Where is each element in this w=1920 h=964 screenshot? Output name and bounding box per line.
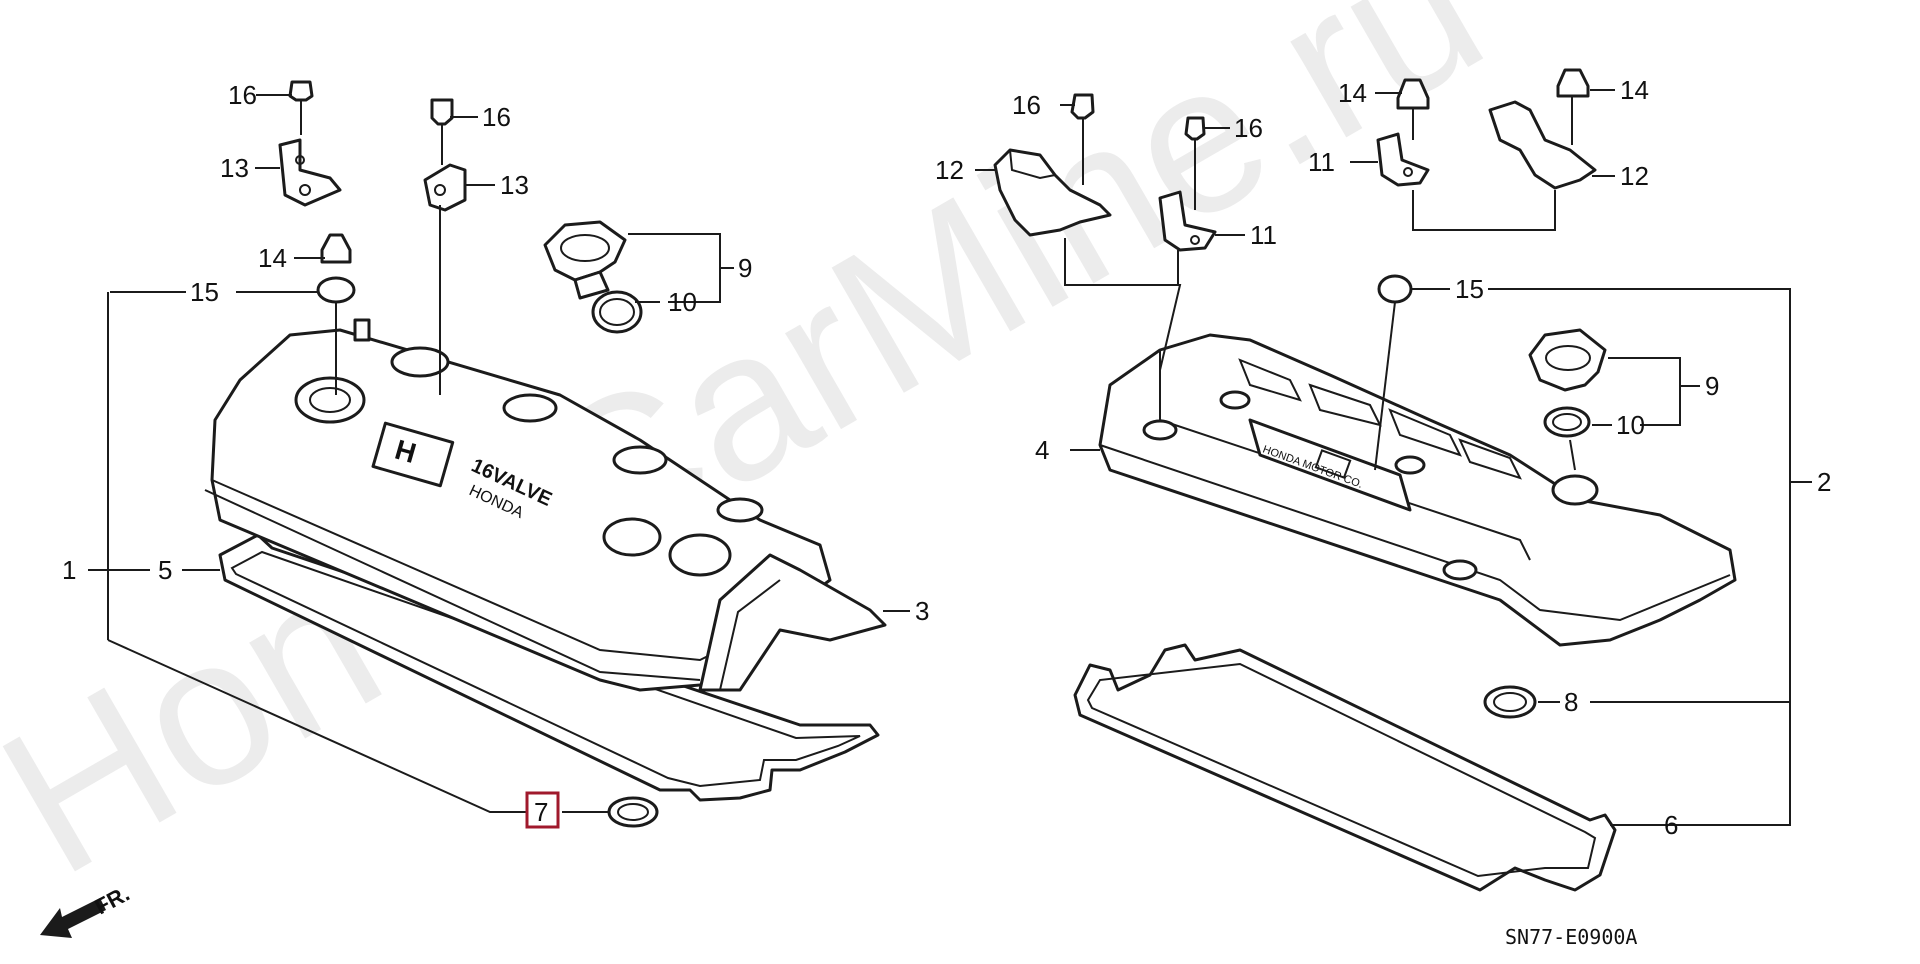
callout-7: 7 bbox=[534, 797, 548, 827]
left-bolt-16a bbox=[288, 80, 314, 102]
plug-hole bbox=[602, 517, 662, 557]
right-valve-cover bbox=[1098, 333, 1737, 647]
right-cap-nut-14a bbox=[1396, 78, 1430, 110]
right-bolt-16a bbox=[1070, 93, 1095, 120]
front-arrow-icon bbox=[40, 898, 106, 938]
callout-10: 10 bbox=[1616, 410, 1645, 440]
left-grommet-15 bbox=[316, 276, 356, 304]
callout-11: 11 bbox=[1250, 220, 1277, 250]
callout-16: 16 bbox=[482, 102, 511, 132]
right-logo-panel bbox=[1248, 418, 1412, 512]
right-callouts: 16 16 14 14 12 12 11 11 15 9 10 4 2 8 6 bbox=[935, 75, 1831, 840]
callout-5: 5 bbox=[158, 555, 172, 585]
callout-16: 16 bbox=[1012, 90, 1041, 120]
left-oil-filler-cap bbox=[543, 220, 627, 282]
right-bracket-12b bbox=[1488, 100, 1597, 190]
right-bolt-16b bbox=[1184, 116, 1206, 141]
callout-9: 9 bbox=[1705, 371, 1719, 401]
callout-9: 9 bbox=[738, 253, 752, 283]
left-heat-shield bbox=[698, 553, 887, 692]
callout-12: 12 bbox=[935, 155, 964, 185]
callout-15: 15 bbox=[190, 277, 219, 307]
left-valve-cover bbox=[210, 328, 832, 692]
left-cap-nut-14 bbox=[320, 233, 352, 264]
callout-2: 2 bbox=[1817, 467, 1831, 497]
left-seal-7 bbox=[607, 796, 659, 828]
right-grommet-15 bbox=[1377, 274, 1413, 304]
callout-14: 14 bbox=[1338, 78, 1367, 108]
callout-16: 16 bbox=[228, 80, 257, 110]
callout-16: 16 bbox=[1234, 113, 1263, 143]
right-bracket-11b bbox=[1376, 132, 1430, 187]
callout-15: 15 bbox=[1455, 274, 1484, 304]
right-bracket-12a bbox=[993, 148, 1112, 237]
right-head-cover-assembly: HONDA MOTOR CO. bbox=[975, 68, 1812, 892]
callout-1: 1 bbox=[62, 555, 76, 585]
right-gasket bbox=[1073, 643, 1617, 892]
callout-13: 13 bbox=[500, 170, 529, 200]
right-oil-filler-hole bbox=[1551, 474, 1599, 506]
callout-3: 3 bbox=[915, 596, 929, 626]
right-seal-8 bbox=[1483, 685, 1537, 719]
callout-10: 10 bbox=[668, 287, 697, 317]
left-bracket-13a bbox=[278, 138, 342, 207]
callout-8: 8 bbox=[1564, 687, 1578, 717]
callout-11: 11 bbox=[1308, 147, 1335, 177]
callout-13: 13 bbox=[220, 153, 249, 183]
right-bracket-11a bbox=[1158, 190, 1217, 252]
left-head-cover-assembly: H 16VALVE HONDA bbox=[88, 80, 910, 828]
callout-12: 12 bbox=[1620, 161, 1649, 191]
left-bolt-16b bbox=[430, 98, 454, 126]
right-oil-filler-cap bbox=[1528, 328, 1607, 392]
left-callouts: 16 16 13 13 14 15 9 10 1 5 3 7 bbox=[62, 80, 929, 829]
plug-hole bbox=[294, 376, 366, 424]
callout-14: 14 bbox=[1620, 75, 1649, 105]
honda-logo bbox=[371, 421, 455, 488]
callout-14: 14 bbox=[258, 243, 287, 273]
callout-6: 6 bbox=[1664, 810, 1678, 840]
diagram-code: SN77-E0900A bbox=[1505, 925, 1637, 949]
right-cap-nut-14b bbox=[1556, 68, 1590, 98]
callout-7-highlight-box bbox=[525, 791, 560, 829]
oil-filler-hole bbox=[668, 533, 732, 577]
right-oring-10 bbox=[1543, 406, 1591, 438]
callout-4: 4 bbox=[1035, 435, 1049, 465]
